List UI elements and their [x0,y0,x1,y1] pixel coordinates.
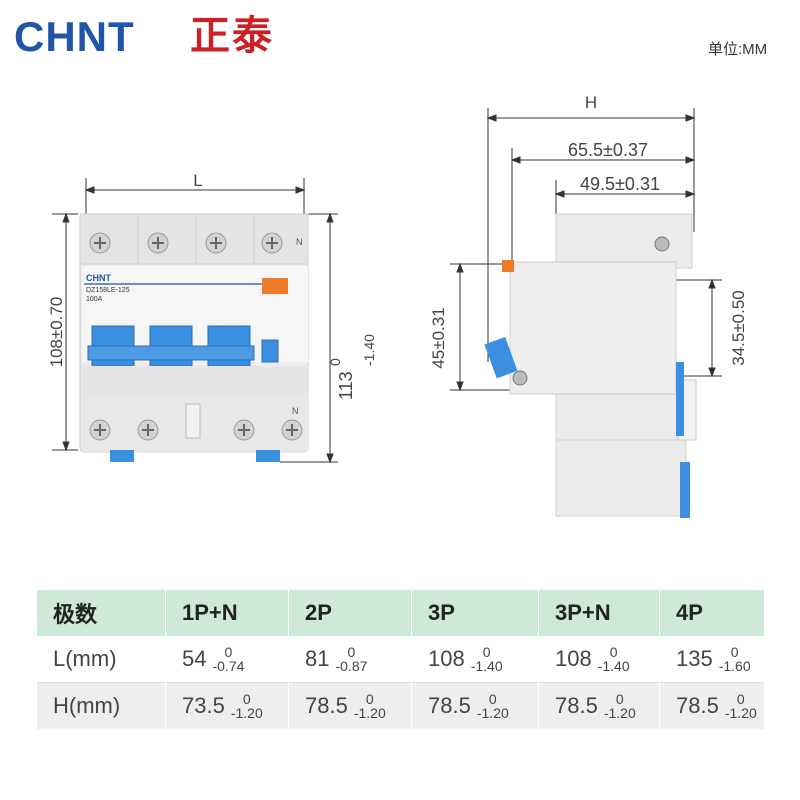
dim-h-label: H [585,93,597,112]
front-view-drawing: L 108±0.70 113 0 -1.40 [47,93,748,518]
dim-45-label: 45±0.31 [429,307,448,368]
unit-label: 单位:MM [708,41,768,58]
brand-logo-chinese: 正泰 [190,13,274,59]
svg-text:0: 0 [327,358,343,366]
row-label: H(mm) [36,682,166,729]
terminal-n-top: N [296,237,303,247]
dim-49-label: 49.5±0.31 [580,174,660,194]
dim-l-label: L [193,171,202,190]
brand-logo: CHNT [14,13,135,60]
header-cell: 极数 [36,590,166,636]
breaker-side [484,213,697,518]
header-cell: 3P [411,590,539,636]
dim-113-label: 113 0 -1.40 [327,334,377,400]
header-cell: 3P+N [538,590,660,636]
test-button[interactable] [262,278,288,294]
dim-34-label: 34.5±0.50 [729,290,748,366]
svg-text:113: 113 [336,371,356,400]
front-brand: CHNT [86,273,111,283]
dimension-l [84,178,306,218]
header-cell: 1P+N [165,590,289,636]
dim-108-label: 108±0.70 [47,297,66,368]
dimension-h [450,108,722,392]
header-cell: 4P [659,590,764,636]
front-rating: 100A [86,296,103,303]
terminal-n-bottom: N [292,406,299,416]
dimension-height-108 [52,212,78,452]
dim-65-label: 65.5±0.37 [568,140,648,160]
front-model: DZ158LE-125 [86,287,130,294]
header-cell: 2P [288,590,412,636]
svg-text:-1.40: -1.40 [361,334,377,366]
breaker-front: N CHNT DZ158LE-125 100A N [79,213,309,462]
table-header-row: 极数 1P+N 2P 3P 3P+N 4P [36,590,764,636]
row-label: L(mm) [36,636,166,683]
handles [87,325,279,367]
